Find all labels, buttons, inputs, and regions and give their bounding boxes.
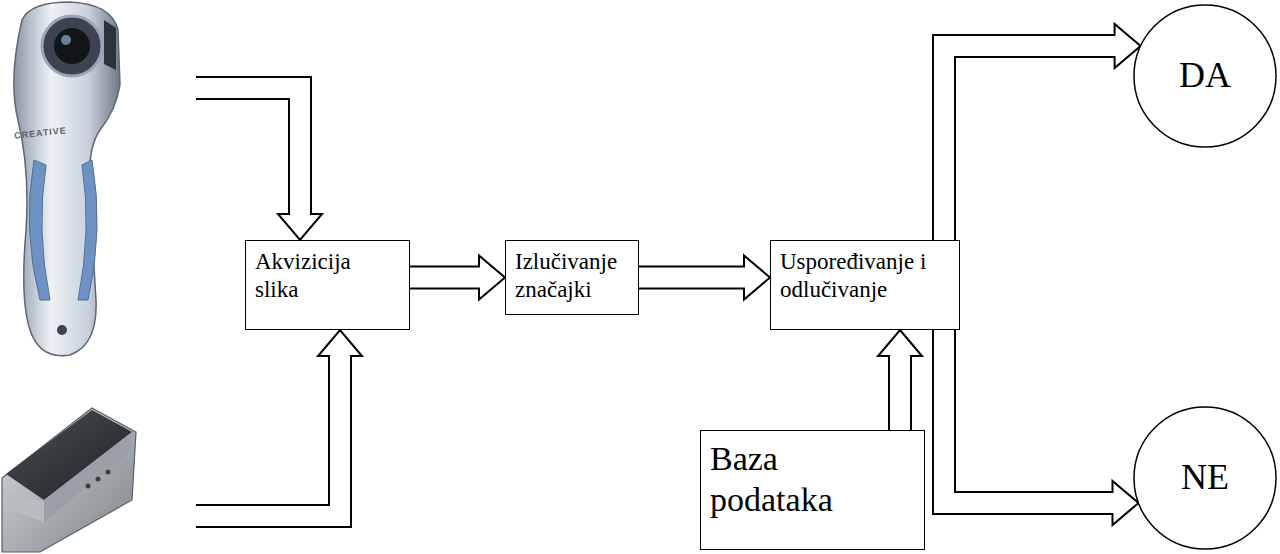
box-label: Uspoređivanje i odlučivanje [780,248,930,304]
arrow-head [479,256,505,300]
arrow-head [744,256,770,300]
arrow-head [878,330,922,356]
block-arrow [878,330,922,430]
block-arrow [639,256,770,300]
box-label: Izlučivanje značajki [515,248,627,304]
arrow-fill [944,46,1117,240]
arrow-fill [890,354,910,430]
box-label: Akvizicija slika [255,248,387,304]
brand-logo: CREATIVE [14,125,68,140]
database-box: Baza podataka [700,430,925,550]
block-arrow [944,330,1139,525]
arrow-fill [944,330,1115,503]
result-label: NE [1181,456,1229,500]
result-circle: DA [1133,4,1277,148]
input-block-arrow [194,330,362,516]
arrow-outline [944,330,1113,503]
scanner-picture [2,408,136,552]
arrow-outline [944,46,1115,240]
process-box: Akvizicija slika [245,240,410,330]
block-arrow [410,256,505,300]
arrow-fill [410,268,481,288]
box-label: Baza podataka [710,438,870,521]
input-block-arrow [194,88,322,240]
result-label: DA [1179,54,1231,98]
process-box: Uspoređivanje i odlučivanje [770,240,960,330]
block-arrow [944,24,1141,240]
webcam-picture [14,2,120,356]
process-box: Izlučivanje značajki [505,240,639,315]
result-circle: NE [1133,406,1277,550]
arrow-fill [639,268,746,288]
